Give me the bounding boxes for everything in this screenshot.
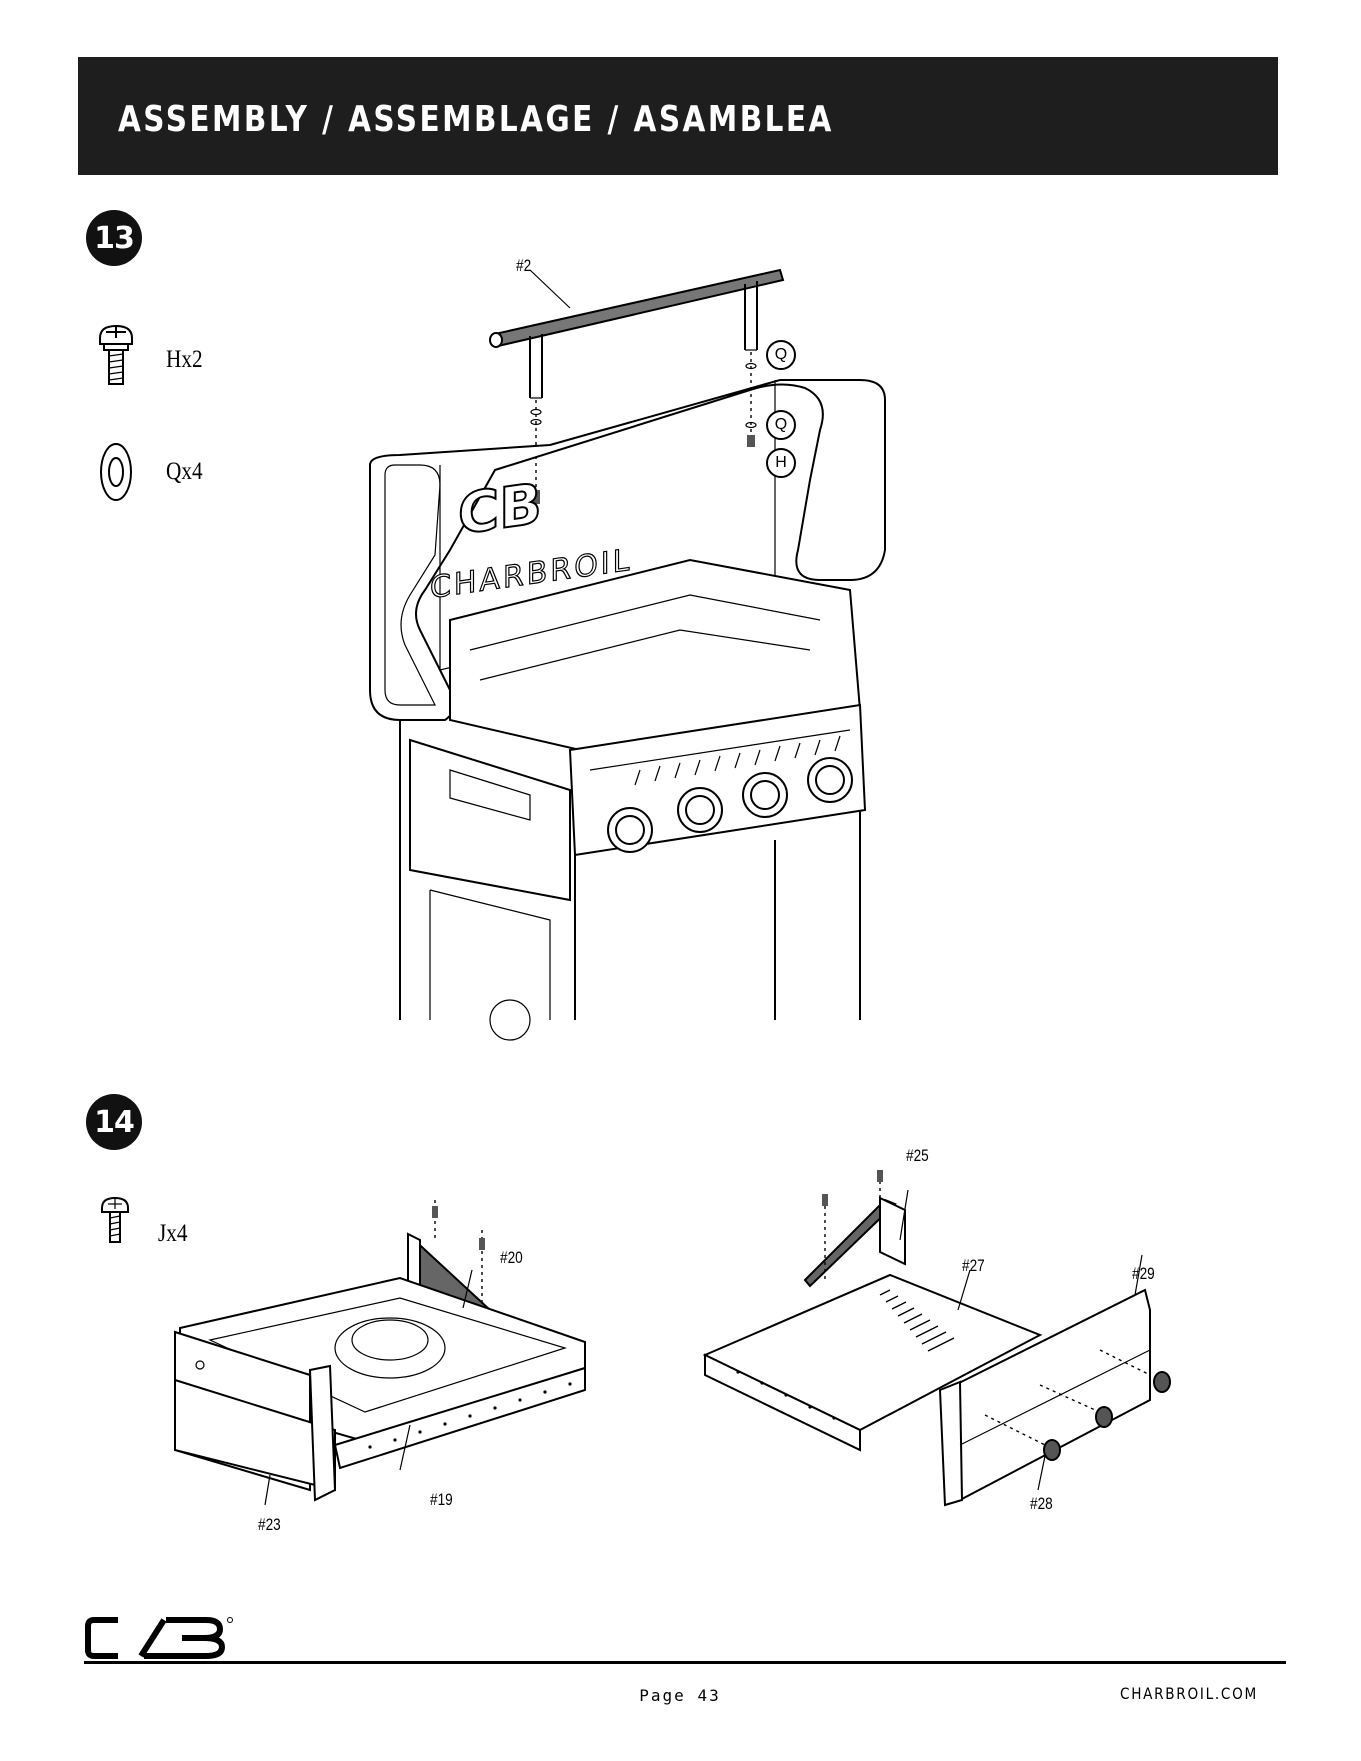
page-title: ASSEMBLY / ASSEMBLAGE / ASAMBLEA (118, 99, 834, 140)
footer-divider (84, 1661, 1286, 1664)
grill-lid-handle-illustration: CB CHARBROIL (380, 250, 1000, 1030)
page-number: Page 43 (610, 1686, 750, 1705)
part-h-label: Hx2 (166, 346, 203, 374)
callout-q-top: Q (766, 340, 796, 370)
callout-28: #28 (1030, 1494, 1053, 1514)
step-14-badge: 14 (86, 1094, 142, 1150)
callout-h: H (766, 448, 796, 478)
washer-icon (98, 440, 134, 504)
screw-icon (100, 1196, 130, 1248)
callout-handle: #2 (516, 256, 531, 276)
step-13-badge: 13 (86, 210, 142, 266)
right-side-shelf-illustration (700, 1160, 1220, 1520)
bolt-icon (96, 322, 136, 390)
callout-25: #25 (906, 1146, 929, 1166)
svg-text:CB: CB (458, 472, 542, 548)
part-q-label: Qx4 (166, 458, 203, 486)
callout-29: #29 (1132, 1264, 1155, 1284)
website-url: CHARBROIL.COM (1120, 1684, 1258, 1703)
brand-logo (86, 1616, 236, 1660)
callout-19: #19 (430, 1490, 453, 1510)
callout-23: #23 (258, 1515, 281, 1535)
callout-20: #20 (500, 1248, 523, 1268)
callout-q-mid: Q (766, 410, 796, 440)
left-side-shelf-illustration (170, 1200, 620, 1520)
callout-27: #27 (962, 1256, 985, 1276)
header-bar: ASSEMBLY / ASSEMBLAGE / ASAMBLEA (78, 57, 1278, 175)
